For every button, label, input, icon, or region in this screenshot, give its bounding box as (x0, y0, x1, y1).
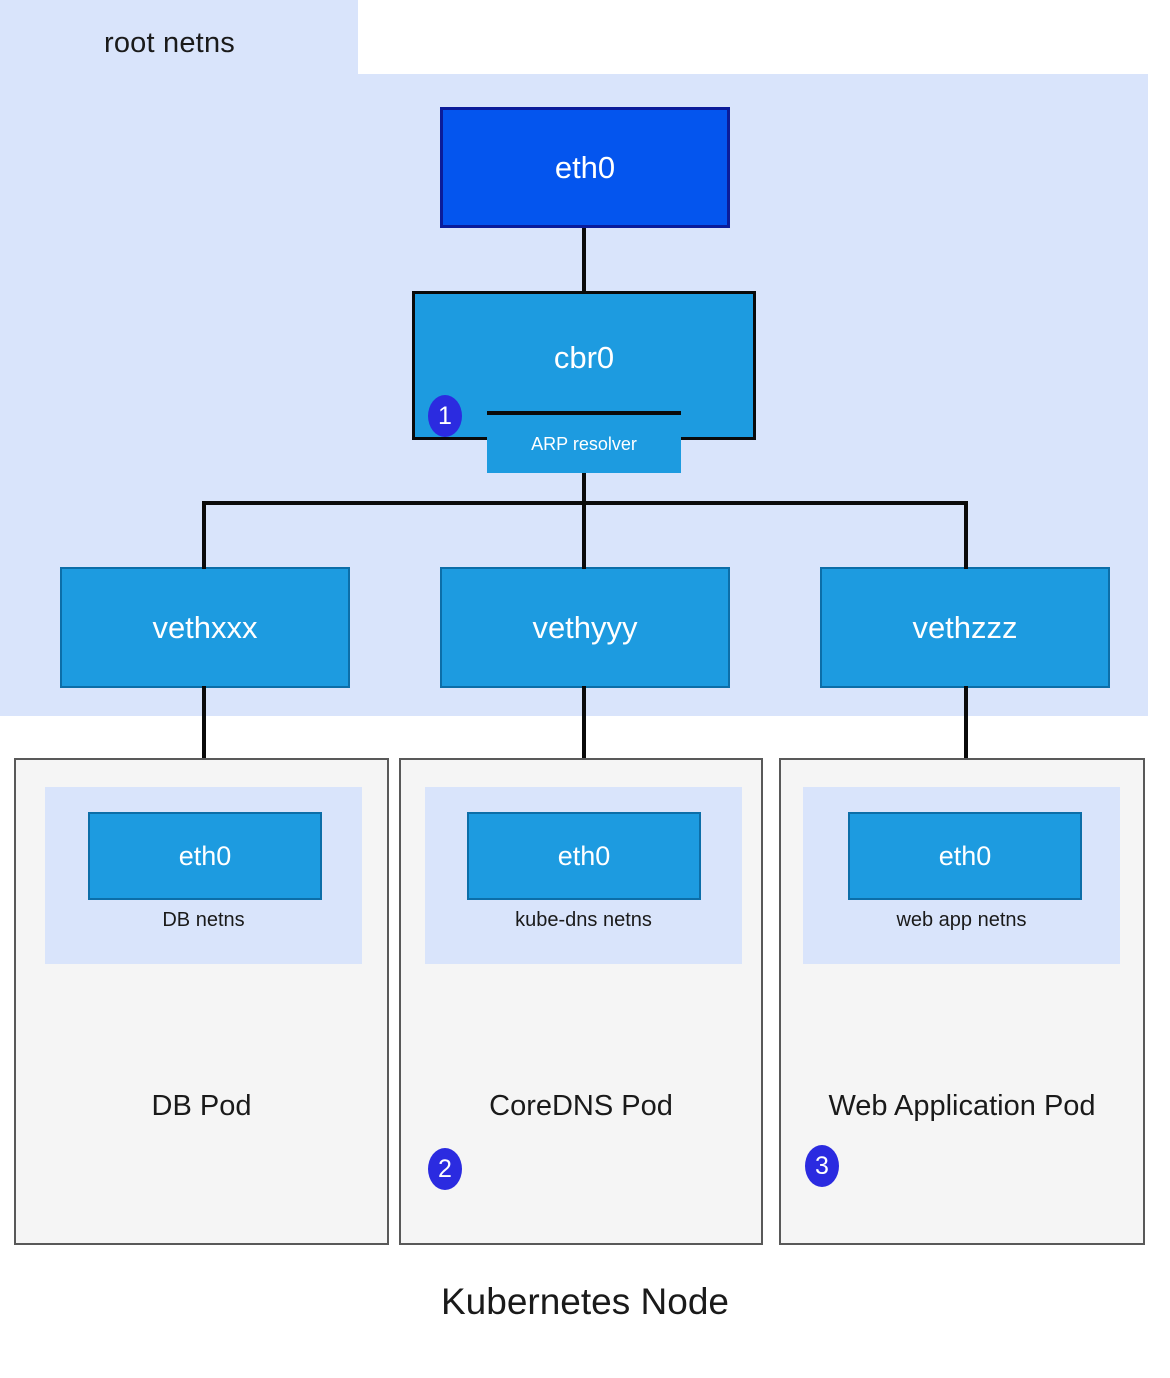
vethyyy-label: vethyyy (532, 609, 638, 645)
coredns-pod-title: CoreDNS Pod (489, 1090, 673, 1122)
host-eth0-box[interactable]: eth0 (440, 107, 730, 228)
db-pod-eth0-box[interactable]: eth0 (88, 812, 322, 900)
root-netns-tab (0, 0, 358, 76)
coredns-pod-eth0-label: eth0 (557, 840, 611, 871)
vethxxx-box[interactable]: vethxxx (60, 567, 350, 688)
step-badge-3: 3 (805, 1145, 839, 1187)
vethzzz-label: vethzzz (912, 609, 1018, 645)
web-app-netns-label: web app netns (896, 909, 1027, 931)
arp-resolver-label: ARP resolver (531, 433, 637, 454)
connector-eth0-to-cbr0 (582, 228, 586, 293)
step-badge-2: 2 (428, 1148, 462, 1190)
step-badge-1: 1 (428, 395, 462, 437)
connector-arp-to-bus (582, 471, 586, 505)
connector-vethyyy-to-coredns-eth0 (582, 686, 586, 814)
db-pod-eth0-label: eth0 (178, 840, 232, 871)
kubernetes-node-caption: Kubernetes Node (441, 1281, 729, 1322)
connector-bus-to-vethxxx (202, 501, 206, 569)
kube-dns-netns-label: kube-dns netns (515, 909, 652, 931)
vethyyy-box[interactable]: vethyyy (440, 567, 730, 688)
coredns-pod-eth0-box[interactable]: eth0 (467, 812, 701, 900)
web-app-pod-eth0-box[interactable]: eth0 (848, 812, 1082, 900)
web-app-pod-title: Web Application Pod (828, 1090, 1096, 1122)
root-netns-label: root netns (104, 27, 235, 59)
db-netns-label: DB netns (162, 909, 245, 931)
vethxxx-label: vethxxx (152, 609, 258, 645)
connector-vethzzz-to-web-eth0 (964, 686, 968, 814)
connector-bus-to-vethzzz (964, 501, 968, 569)
arp-resolver-box[interactable]: ARP resolver (487, 411, 681, 473)
db-pod-title: DB Pod (151, 1090, 252, 1122)
vethzzz-box[interactable]: vethzzz (820, 567, 1110, 688)
host-eth0-label: eth0 (554, 149, 616, 185)
connector-bus-to-vethyyy (582, 501, 586, 569)
cbr0-label: cbr0 (553, 340, 615, 375)
web-app-pod-eth0-label: eth0 (938, 840, 992, 871)
